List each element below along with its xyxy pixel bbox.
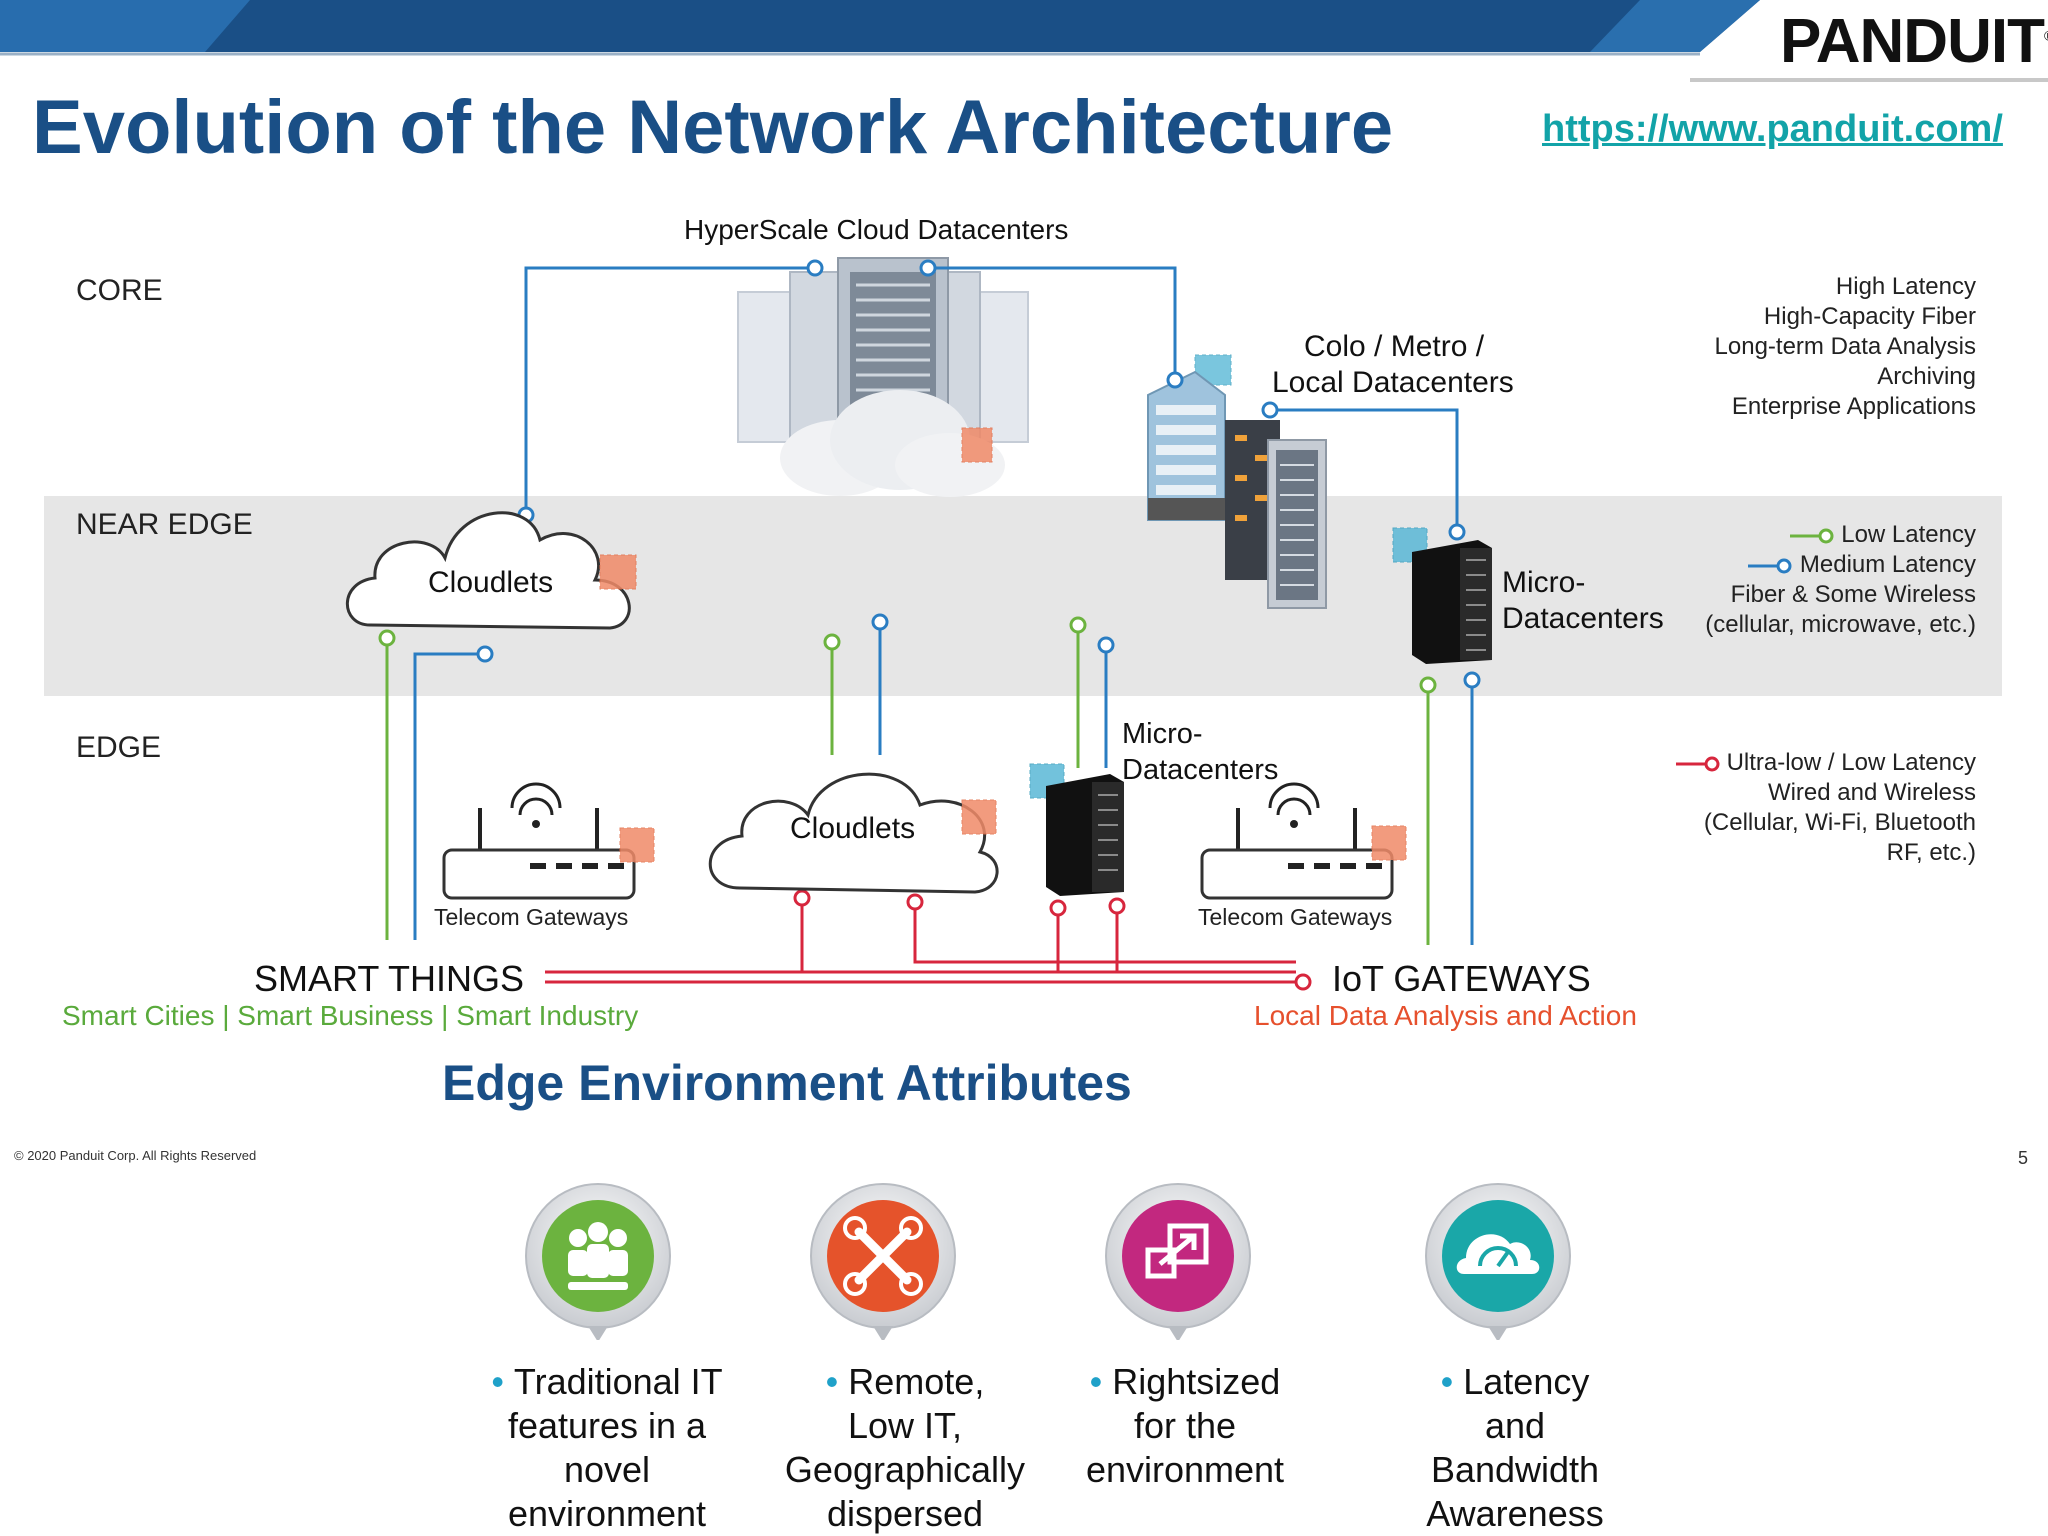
cloudlet-near-icon — [345, 511, 637, 630]
iot-gateways-label: IoT GATEWAYS — [1332, 958, 1591, 999]
colo-datacenter-icon — [1147, 354, 1327, 609]
gateway-left-label: Telecom Gateways — [434, 904, 629, 930]
attribute-icons — [525, 1183, 1571, 1340]
cloud-gauge-icon — [1425, 1183, 1571, 1340]
micro-edge-label-line2: Datacenters — [1122, 754, 1279, 786]
hyperscale-datacenter-icon — [737, 257, 1029, 497]
cloudlet-edge-icon — [708, 772, 999, 894]
copyright: © 2020 Panduit Corp. All Rights Reserved — [14, 1148, 257, 1163]
smart-things-label: SMART THINGS — [254, 958, 525, 999]
network-diagram — [345, 257, 1834, 991]
resize-icon — [1105, 1183, 1251, 1340]
colo-label-line2: Local Datacenters — [1272, 366, 1514, 399]
panduit-link[interactable]: https://www.panduit.com/ — [1542, 108, 2003, 150]
hyperscale-label: HyperScale Cloud Datacenters — [684, 214, 1069, 245]
telecom-gateway-left-icon — [442, 782, 655, 900]
bullet: • — [1440, 1361, 1454, 1402]
iot-gateways-sublabel: Local Data Analysis and Action — [1254, 1000, 1637, 1031]
gateway-right-label: Telecom Gateways — [1198, 904, 1393, 930]
cloudlets-near-label: Cloudlets — [428, 566, 554, 599]
attributes-title: Edge Environment Attributes — [442, 1055, 1132, 1111]
legend-markers — [1676, 528, 1834, 772]
bullet: • — [491, 1361, 504, 1402]
tier-core-label: CORE — [76, 274, 163, 307]
micro-near-label-line1: Micro- — [1502, 566, 1586, 599]
tier-near-edge-label: NEAR EDGE — [76, 508, 253, 541]
smart-things-sublabel: Smart Cities | Smart Business | Smart In… — [62, 1000, 639, 1031]
people-icon — [525, 1183, 671, 1340]
panduit-logo: PANDUIT® — [1780, 7, 2048, 76]
micro-near-label-line2: Datacenters — [1502, 602, 1664, 635]
micro-edge-label-line1: Micro- — [1122, 718, 1203, 750]
cloudlets-edge-label: Cloudlets — [790, 812, 916, 845]
micro-datacenter-edge-icon — [1029, 763, 1124, 896]
header-band — [0, 0, 2048, 82]
page-title: Evolution of the Network Architecture — [32, 85, 1394, 170]
bullet: • — [825, 1361, 839, 1402]
colo-label-line1: Colo / Metro / — [1304, 330, 1485, 363]
drone-icon — [810, 1183, 956, 1340]
telecom-gateway-right-icon — [1200, 782, 1407, 900]
tier-edge-label: EDGE — [76, 731, 162, 764]
micro-datacenter-near-icon — [1392, 527, 1492, 664]
bullet: • — [1089, 1361, 1103, 1402]
page-number: 5 — [2018, 1148, 2029, 1168]
